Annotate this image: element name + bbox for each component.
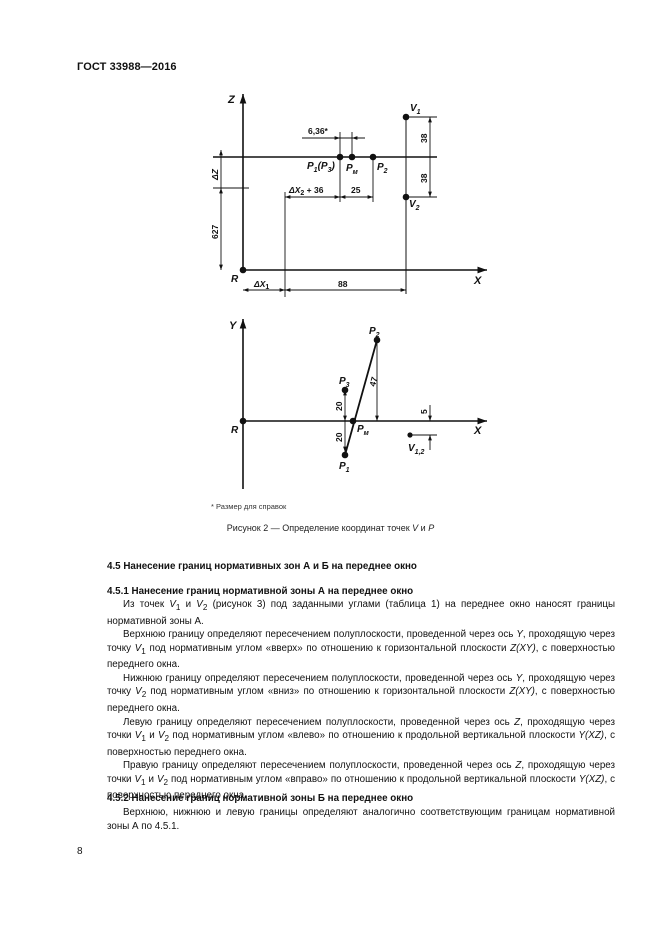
point-p2-top <box>369 153 377 161</box>
bottom-diagram-labels: Y X R P2 P3 P1 Pм V1,2 47 20 20 5 <box>229 320 482 474</box>
point-p3 <box>341 386 349 394</box>
label-p2-top: P2 <box>377 162 388 175</box>
label-dim-5: 5 <box>419 409 429 414</box>
label-dim-25: 25 <box>351 185 361 195</box>
label-x-axis-bottom: X <box>473 425 482 437</box>
page-number: 8 <box>77 846 83 857</box>
label-dim-47: 47 <box>367 376 379 388</box>
section-4-5-2-title: 4.5.2 Нанесение границ нормативной зоны … <box>107 793 414 804</box>
point-v2 <box>402 193 410 201</box>
label-pm-top: Pм <box>346 163 359 176</box>
label-dim-dx2: ΔX2 + 36 <box>288 185 324 197</box>
figure-caption: Рисунок 2 — Определение координат точек … <box>226 523 435 533</box>
bottom-diagram <box>239 319 487 489</box>
point-r-top <box>239 266 247 274</box>
p1-p2-line <box>344 339 378 456</box>
label-pm-bottom: Pм <box>357 424 370 437</box>
top-diagram <box>213 94 487 297</box>
label-dim-627: 627 <box>210 225 220 239</box>
label-v12: V1,2 <box>408 443 425 456</box>
label-dim-20b: 20 <box>334 432 344 442</box>
point-pm-top <box>348 153 356 161</box>
section-4-5-2-paragraphs: Верхнюю, нижнюю и левую границы определя… <box>107 806 615 833</box>
paragraph-4-5-1-3: Нижнюю границу определяют пересечением п… <box>107 672 616 715</box>
point-p2-bottom <box>373 336 381 344</box>
top-diagram-points <box>239 113 410 274</box>
label-dim-38a: 38 <box>419 133 429 143</box>
figure-footnote: * Размер для справок <box>211 502 287 511</box>
paragraph-4-5-1-4: Левую границу определяют пересечением по… <box>107 716 615 758</box>
figure-2-diagram: Z X R V1 V2 P1(P3) Pм P2 6,36* ΔX2 + 36 … <box>210 94 487 489</box>
label-p1-bottom: P1 <box>339 461 350 474</box>
label-v2: V2 <box>409 199 420 212</box>
section-4-5-1-title: 4.5.1 Нанесение границ нормативной зоны … <box>107 586 414 597</box>
point-pm-bottom <box>349 417 357 425</box>
point-r-bottom <box>239 417 247 425</box>
section-4-5-title: 4.5 Нанесение границ нормативных зон А и… <box>107 561 417 572</box>
label-dim-20a: 20 <box>334 401 344 411</box>
document-header: ГОСТ 33988—2016 <box>77 61 177 73</box>
label-r-top: R <box>231 274 239 285</box>
label-dim-88: 88 <box>338 279 348 289</box>
label-p3: P3 <box>339 376 350 389</box>
label-v1: V1 <box>410 103 421 116</box>
paragraph-4-5-1-1: Из точек V1 и V2 (рисунок 3) под заданны… <box>107 599 616 627</box>
label-dim-dx1: ΔX1 <box>253 279 269 291</box>
label-r-bottom: R <box>231 425 239 436</box>
point-v12 <box>407 432 413 438</box>
paragraph-4-5-1-5: Правую границу определяют пересечением п… <box>107 760 616 802</box>
point-p1-bottom <box>341 451 349 459</box>
label-x-axis-top: X <box>473 275 482 287</box>
point-p1 <box>336 153 344 161</box>
paragraph-4-5-1-2: Верхнюю границу определяют пересечением … <box>107 629 615 671</box>
label-p2-bottom: P2 <box>369 326 380 339</box>
point-v1 <box>402 113 410 121</box>
label-p1-p3: P1(P3) <box>307 161 335 174</box>
label-dim-636: 6,36* <box>308 126 329 136</box>
bottom-diagram-points <box>239 336 413 459</box>
label-dim-38b: 38 <box>419 173 429 183</box>
paragraph-4-5-2-1: Верхнюю, нижнюю и левую границы определя… <box>107 807 615 832</box>
label-z-axis: Z <box>227 94 236 106</box>
label-dim-dz: ΔZ <box>210 168 220 181</box>
label-y-axis: Y <box>229 320 238 332</box>
top-diagram-labels: Z X R V1 V2 P1(P3) Pм P2 6,36* ΔX2 + 36 … <box>210 94 482 291</box>
section-4-5-1-paragraphs: Из точек V1 и V2 (рисунок 3) под заданны… <box>107 598 615 803</box>
